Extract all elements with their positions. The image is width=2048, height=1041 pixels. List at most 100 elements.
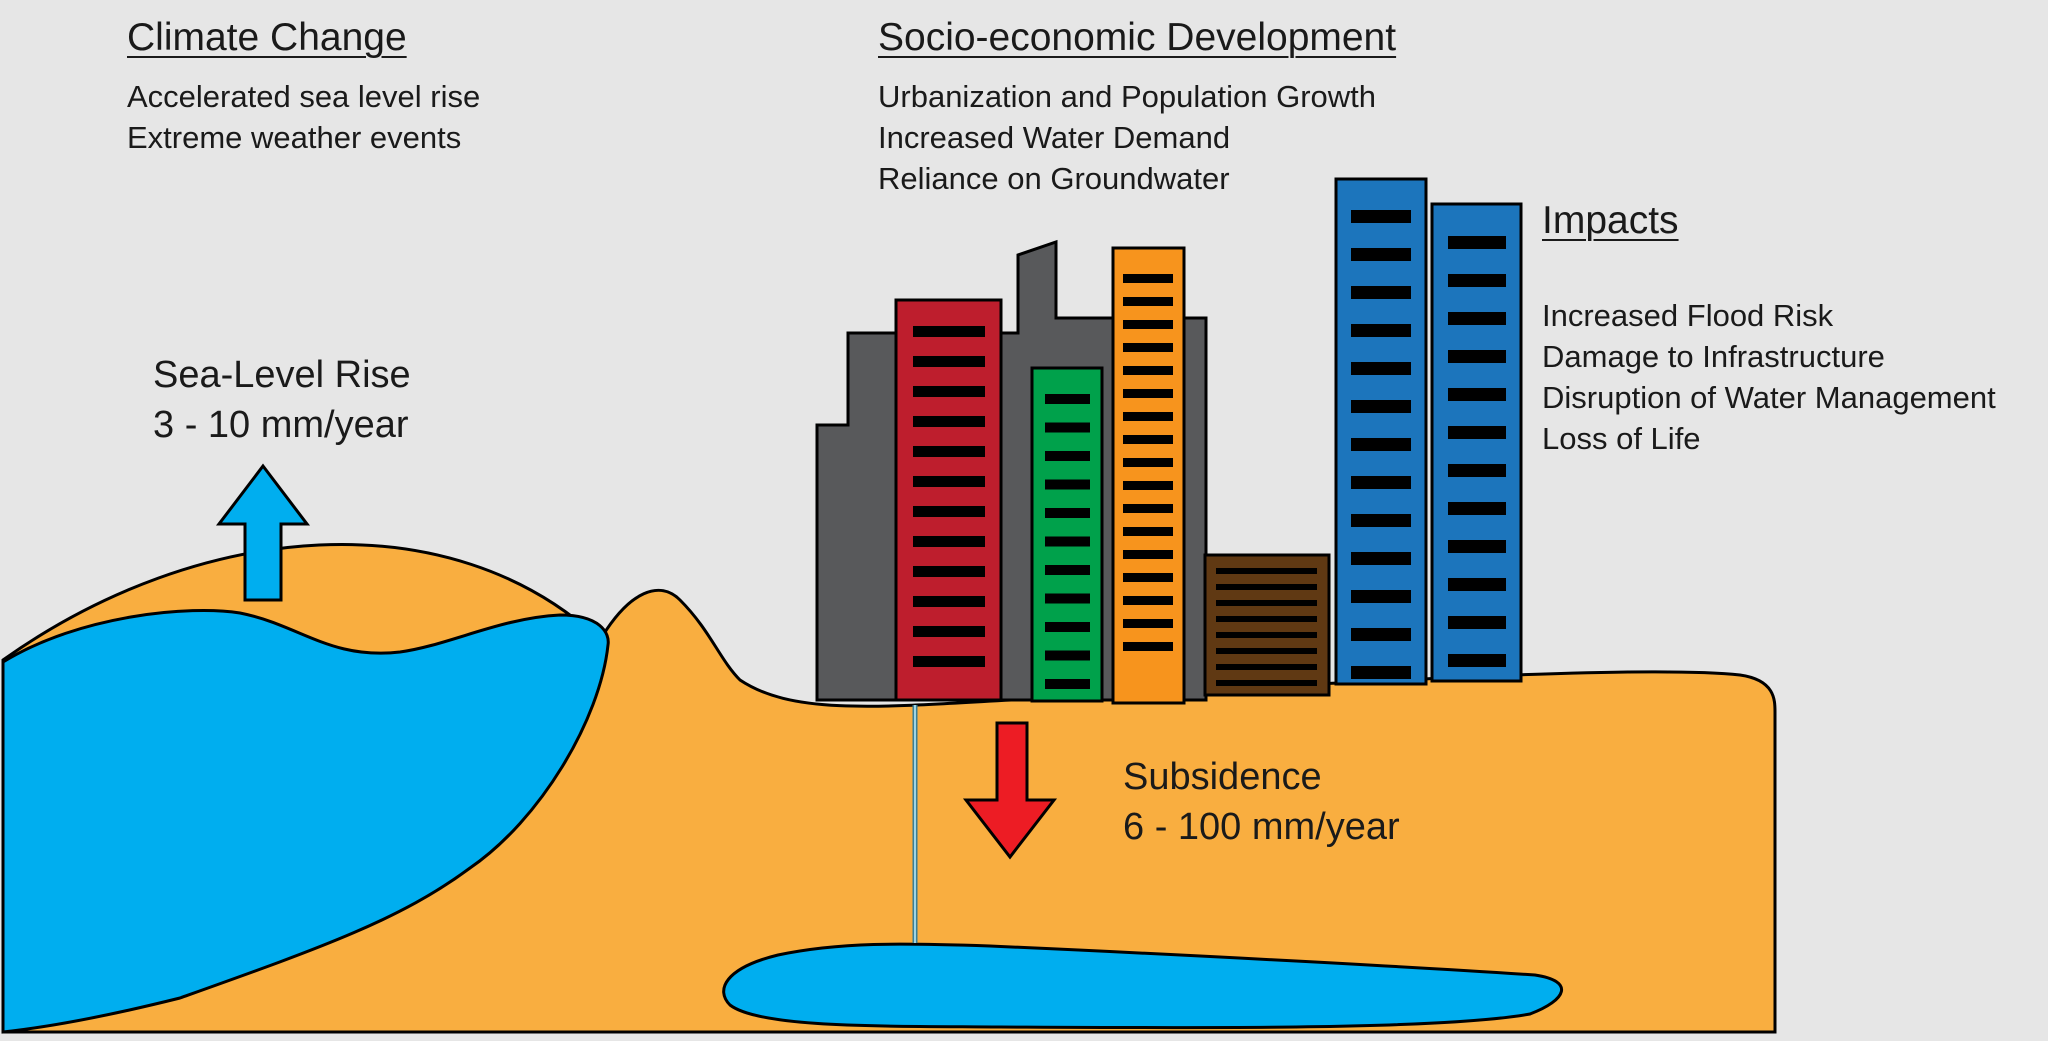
- subsidence-label: Subsidence: [1123, 756, 1322, 798]
- sea-level-rise-label: Sea-Level Rise: [153, 354, 411, 396]
- building-window: [913, 596, 985, 607]
- socio-item: Increased Water Demand: [878, 120, 1231, 155]
- building-window: [1045, 508, 1090, 518]
- building-window: [1123, 527, 1173, 536]
- building-window: [1045, 394, 1090, 404]
- building-window: [913, 566, 985, 577]
- impact-item: Loss of Life: [1542, 421, 1701, 456]
- socio-economic-list: Urbanization and Population Growth Incre…: [878, 76, 1376, 199]
- building-window: [1123, 458, 1173, 467]
- building-window: [1123, 320, 1173, 329]
- building-window: [1351, 590, 1411, 603]
- building-window: [913, 476, 985, 487]
- building-window: [1351, 666, 1411, 679]
- building-window: [1123, 297, 1173, 306]
- building-window: [1216, 680, 1317, 686]
- building-window: [913, 656, 985, 667]
- ocean-water: [1, 609, 610, 1034]
- building-window: [1123, 366, 1173, 375]
- building-window: [1448, 312, 1506, 325]
- building-window: [1123, 573, 1173, 582]
- building-window: [1123, 550, 1173, 559]
- building-window: [1351, 514, 1411, 527]
- subsidence-rate: 6 - 100 mm/year: [1123, 806, 1400, 848]
- building-window: [1448, 578, 1506, 591]
- sea-level-rise-arrow-icon: [215, 463, 311, 602]
- climate-change-heading: Climate Change: [127, 16, 407, 59]
- building-window: [1351, 552, 1411, 565]
- building-window: [913, 416, 985, 427]
- building-window: [1448, 274, 1506, 287]
- climate-change-list: Accelerated sea level rise Extreme weath…: [127, 76, 480, 158]
- building-window: [1448, 540, 1506, 553]
- climate-item: Accelerated sea level rise: [127, 79, 481, 114]
- building-window: [1045, 422, 1090, 433]
- sea-level-rise-rate: 3 - 10 mm/year: [153, 404, 409, 446]
- building-window: [1045, 622, 1090, 632]
- impacts-list: Increased Flood Risk Damage to Infrastru…: [1542, 295, 1996, 459]
- building-window: [913, 356, 985, 367]
- building-window: [1351, 324, 1411, 337]
- groundwater-aquifer: [722, 942, 1564, 1030]
- building-window: [1123, 619, 1173, 628]
- impact-item: Increased Flood Risk: [1542, 298, 1834, 333]
- building-window: [1448, 350, 1506, 363]
- building-window: [1123, 596, 1173, 605]
- building-window: [1351, 362, 1411, 375]
- impacts-heading: Impacts: [1542, 199, 1679, 242]
- building-window: [1123, 412, 1173, 421]
- building-window: [1351, 438, 1411, 451]
- socio-item: Reliance on Groundwater: [878, 161, 1230, 196]
- building-window: [1045, 479, 1090, 490]
- socio-economic-heading: Socio-economic Development: [878, 16, 1397, 59]
- building-window: [1045, 593, 1090, 604]
- building-window: [1448, 426, 1506, 439]
- building-window: [913, 626, 985, 637]
- building-window: [1448, 616, 1506, 629]
- building-window: [1216, 616, 1317, 622]
- building-window: [1448, 236, 1506, 249]
- building-window: [1351, 210, 1411, 223]
- building-window: [1045, 451, 1090, 461]
- building-window: [1448, 464, 1506, 477]
- building-window: [1045, 679, 1090, 689]
- building-window: [913, 506, 985, 517]
- building-window: [1123, 435, 1173, 444]
- building-window: [913, 326, 985, 337]
- building-window: [1216, 648, 1317, 654]
- building-window: [1216, 632, 1317, 638]
- building-window: [1123, 343, 1173, 352]
- building-window: [1448, 654, 1506, 667]
- building-window: [1351, 628, 1411, 641]
- building-window: [913, 446, 985, 457]
- building-window: [1216, 600, 1317, 606]
- building-window: [1045, 565, 1090, 575]
- building-window: [1216, 664, 1317, 670]
- building-window: [1216, 568, 1317, 574]
- building-window: [1123, 642, 1173, 651]
- building-window: [1045, 650, 1090, 661]
- building-window: [1216, 584, 1317, 590]
- building-brown: [1203, 553, 1331, 697]
- building-window: [1351, 476, 1411, 489]
- socio-item: Urbanization and Population Growth: [878, 79, 1377, 114]
- building-window: [1448, 388, 1506, 401]
- building-orange: [1111, 246, 1186, 705]
- building-window: [1123, 504, 1173, 513]
- building-window: [1351, 400, 1411, 413]
- building-window: [1123, 389, 1173, 398]
- building-window: [1045, 536, 1090, 547]
- climate-item: Extreme weather events: [127, 120, 462, 155]
- building-window: [913, 386, 985, 397]
- building-window: [1351, 248, 1411, 261]
- subsidence-arrow-icon: [962, 721, 1058, 860]
- impact-item: Disruption of Water Management: [1542, 380, 1996, 415]
- building-window: [1123, 481, 1173, 490]
- building-window: [1351, 286, 1411, 299]
- subsidence-block: Subsidence 6 - 100 mm/year: [1123, 752, 1400, 852]
- impact-item: Damage to Infrastructure: [1542, 339, 1885, 374]
- building-window: [1448, 502, 1506, 515]
- sea-level-rise-block: Sea-Level Rise 3 - 10 mm/year: [153, 350, 411, 450]
- building-window: [913, 536, 985, 547]
